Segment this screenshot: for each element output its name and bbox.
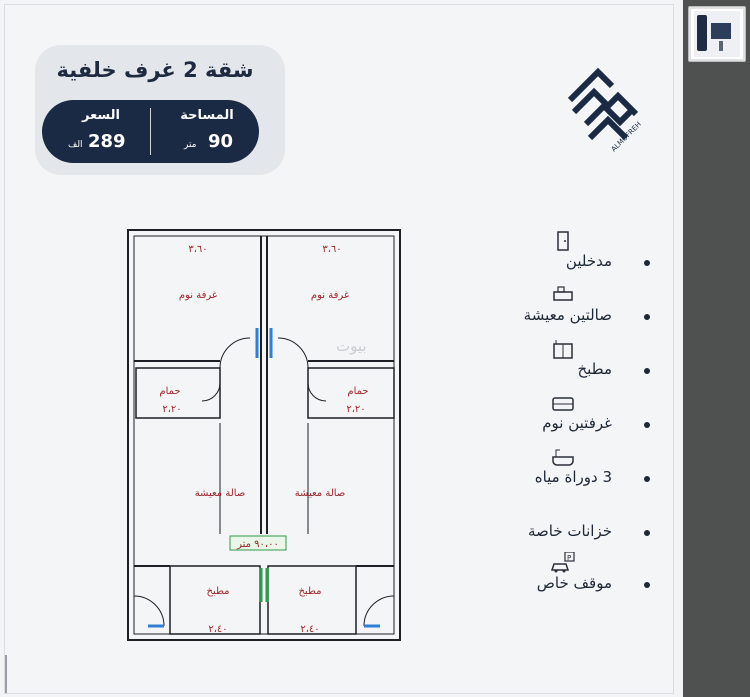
room-living-left: صالة معيشة <box>195 488 246 499</box>
kitchen-icon <box>553 340 573 359</box>
total-area-tag: ٩٠،٠٠ متر <box>236 539 279 550</box>
room-kitchen-left: مطبخ <box>206 586 229 597</box>
price-area-pill: المساحة السعر متر 90 الف 289 <box>42 100 259 163</box>
bullet <box>644 422 650 428</box>
watermark-text: بيوت <box>336 337 367 355</box>
thumbnail-image <box>694 11 740 57</box>
room-kitchen-right: مطبخ <box>298 586 321 597</box>
feature-list: مدخلين صالتين معيشة مطبخ غرفتين نوم 3 دو… <box>480 222 660 612</box>
room-bathroom-left: حمام <box>159 386 180 397</box>
listing-title: شقة 2 غرف خلفية <box>56 58 254 82</box>
thumbnail-screen-shape <box>711 23 731 39</box>
feature-item: غرفتين نوم <box>480 392 660 442</box>
inner-wall <box>133 235 395 635</box>
dim-bed-w-right: ٣،٦٠ <box>322 244 341 255</box>
outer-wall <box>127 229 401 641</box>
area-value: 90 <box>208 131 234 152</box>
room-bedroom-right: غرفة نوم <box>311 290 349 301</box>
feature-label: 3 دوراة مياه <box>534 468 612 486</box>
total-area-tag-box <box>229 535 287 551</box>
floor-plan: ٩٠،٠٠ متر ٣،٦٠ ٣،٦٠ غرفة نوم غرفة نوم حم… <box>127 229 401 641</box>
dim-kitchen-right: ٢،٤٠ <box>300 624 319 635</box>
image-viewer: شقة 2 غرف خلفية المساحة السعر متر 90 الف… <box>4 4 674 694</box>
thumbnail-phone-shape <box>697 15 707 51</box>
bullet <box>644 314 650 320</box>
bullet <box>644 476 650 482</box>
bullet <box>644 582 650 588</box>
bullet <box>644 530 650 536</box>
dim-bath-left: ٢،٢٠ <box>162 404 181 415</box>
pill-divider <box>150 108 151 155</box>
feature-item: صالتين معيشة <box>480 284 660 334</box>
feature-label: مدخلين <box>565 252 612 270</box>
bullet <box>644 368 650 374</box>
feature-label: غرفتين نوم <box>542 414 612 432</box>
feature-item: مدخلين <box>480 230 660 280</box>
almofreh-logo-icon: ALMOFREH <box>567 67 643 153</box>
room-living-right: صالة معيشة <box>295 488 346 499</box>
price-label: السعر <box>82 108 120 123</box>
feature-item: 3 دوراة مياه <box>480 446 660 496</box>
dim-bath-right: ٢،٢٠ <box>346 404 365 415</box>
thumbnail-panel <box>683 0 750 697</box>
feature-label: صالتين معيشة <box>523 306 612 324</box>
scrollbar-indicator[interactable] <box>5 655 7 693</box>
thumbnail-selected[interactable] <box>688 6 746 62</box>
feature-item: مطبخ <box>480 338 660 388</box>
thumbnail-stand-shape <box>719 41 723 51</box>
door-icon <box>557 231 569 251</box>
bed-icon <box>552 397 574 411</box>
sofa-icon <box>553 286 573 301</box>
dim-bed-w-left: ٣،٦٠ <box>188 244 207 255</box>
dim-kitchen-left: ٢،٤٠ <box>208 624 227 635</box>
price-unit: الف <box>68 140 83 150</box>
svg-text:P: P <box>567 554 571 562</box>
feature-item: خزانات خاصة <box>480 500 660 550</box>
feature-label: موقف خاص <box>536 574 612 592</box>
bathtub-icon <box>552 449 574 466</box>
feature-label: مطبخ <box>577 360 612 378</box>
area-label: المساحة <box>180 108 234 123</box>
area-unit: متر <box>184 140 197 150</box>
parking-car-icon: P <box>550 552 575 573</box>
feature-item: P موقف خاص <box>480 552 660 602</box>
room-bathroom-right: حمام <box>347 386 368 397</box>
bullet <box>644 260 650 266</box>
room-bedroom-left: غرفة نوم <box>179 290 217 301</box>
feature-label: خزانات خاصة <box>528 522 612 540</box>
price-value: 289 <box>88 131 126 152</box>
